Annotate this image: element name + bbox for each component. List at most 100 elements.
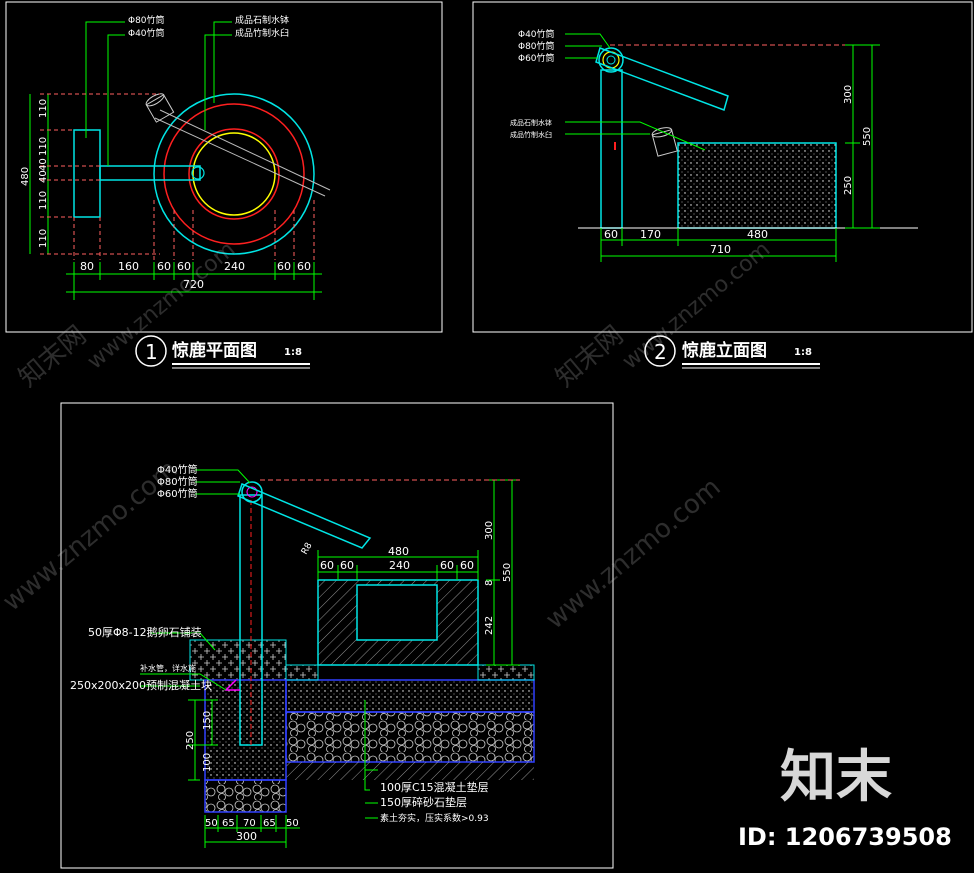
plan-frame <box>5 1 443 333</box>
section-dim-bottom: 65 <box>222 818 235 829</box>
elev-tube <box>595 47 729 111</box>
section-texts: Φ40竹筒 Φ80竹筒 Φ60竹筒 50厚Φ8-12鹅卵石铺装 补水管，详水施 … <box>70 463 513 843</box>
leader <box>213 21 232 103</box>
section-dim-bottom-total: 300 <box>236 830 257 843</box>
plan-label-80: Φ80竹筒 <box>128 14 165 26</box>
elev-post <box>600 69 623 229</box>
watermark-brand: 知末网 <box>550 320 629 393</box>
outer-ring <box>153 93 315 255</box>
section-dim-right-total: 550 <box>502 563 513 582</box>
elev-label: Φ60竹筒 <box>518 52 555 64</box>
section-dim-left: 100 <box>202 753 213 772</box>
elev-dim-r: 250 <box>843 176 854 195</box>
plan-texts: Φ80竹筒 Φ40竹筒 成品石制水钵 成品竹制水臼 80 160 60 60 2… <box>20 14 311 291</box>
plan-title-number: 1 <box>145 340 158 364</box>
section-dim-top: 60 <box>460 559 474 572</box>
section-dim-left: 250 <box>185 731 196 750</box>
elev-title-circle <box>644 335 676 367</box>
watermark-group: 知末网 www.znzmo.com 知末网 www.znzmo.com www.… <box>0 237 775 636</box>
plan-title-block: 1 惊鹿平面图 1:8 <box>135 335 310 369</box>
section-layer: 100厚C15混凝土垫层 <box>380 780 489 794</box>
section-dim-left: 150 <box>202 711 213 730</box>
plan-dim-total: 720 <box>183 278 204 291</box>
section-label: Φ80竹筒 <box>157 475 198 488</box>
leader <box>85 21 125 138</box>
post-box <box>73 129 101 218</box>
pipe-end <box>191 166 205 180</box>
section-frame <box>60 402 614 869</box>
elev-title: 惊鹿立面图 <box>682 340 767 361</box>
elev-label: 成品石制水钵 <box>510 118 552 127</box>
plan-drawing <box>29 21 331 300</box>
section-dim-top: 60 <box>440 559 454 572</box>
section-dim-bottom: 50 <box>286 818 299 829</box>
plan-tube-line <box>159 109 331 191</box>
section-dim-bottom: 70 <box>243 818 256 829</box>
section-label-block: 250x200x200预制混凝土块 <box>70 678 212 692</box>
plan-dim-b: 80 <box>80 260 94 273</box>
section-layer: 素土夯实，压实系数>0.93 <box>380 812 489 824</box>
plan-dim-b: 60 <box>297 260 311 273</box>
elev-dim-total: 710 <box>710 243 731 256</box>
section-label-pipe: 补水管，详水施 <box>140 663 196 673</box>
plan-dim-l: 40 <box>38 170 49 183</box>
watermark-brand: 知末网 <box>13 320 92 393</box>
basin-bowl <box>356 584 438 641</box>
plan-dim-l: 40 <box>38 158 49 171</box>
cobble-paving <box>189 639 287 681</box>
section-label-cobble: 50厚Φ8-12鹅卵石铺装 <box>88 625 202 639</box>
plan-basin-icon <box>145 94 175 123</box>
plan-dim-total-l: 480 <box>20 167 31 186</box>
plan-dim-b: 240 <box>224 260 245 273</box>
section-dim-right: 300 <box>484 521 495 540</box>
leader <box>107 34 125 166</box>
elev-dim-r: 300 <box>843 85 854 104</box>
section-drawing <box>140 469 535 848</box>
section-dim-top: 240 <box>389 559 410 572</box>
watermark-id: ID: 1206739508 <box>738 823 952 851</box>
ring-red-inner <box>188 128 280 220</box>
leader <box>204 34 232 130</box>
plan-dim-b: 60 <box>177 260 191 273</box>
layer-gravel <box>285 711 535 763</box>
section-tube <box>237 482 372 549</box>
plan-title-circle <box>135 335 167 367</box>
plan-dim-l: 110 <box>38 99 49 118</box>
section-dim-bottom: 65 <box>263 818 276 829</box>
plan-label-stone: 成品石制水钵 <box>235 14 289 26</box>
layer-concrete <box>285 679 535 713</box>
plan-dim-l: 110 <box>38 137 49 156</box>
watermark-logo: 知末 <box>780 745 892 810</box>
ring-yellow <box>192 132 276 216</box>
plan-label-mortar: 成品竹制水臼 <box>235 27 289 39</box>
layer-soil <box>286 762 534 780</box>
plan-dim-b: 60 <box>157 260 171 273</box>
elev-label: Φ40竹筒 <box>518 28 555 40</box>
plan-basin-top <box>145 93 165 107</box>
plan-pipe <box>99 165 201 181</box>
elev-label: Φ80竹筒 <box>518 40 555 52</box>
section-radius: R8 <box>300 541 315 557</box>
elev-texts: Φ40竹筒 Φ80竹筒 Φ60竹筒 成品石制水钵 成品竹制水臼 60 170 4… <box>510 28 873 256</box>
plan-dim-l: 110 <box>38 191 49 210</box>
elev-frame <box>472 1 973 333</box>
section-dim-top-total: 480 <box>388 545 409 558</box>
plan-dim-b: 160 <box>118 260 139 273</box>
ring-red <box>163 103 305 245</box>
footing <box>204 679 287 781</box>
footing-gravel <box>204 779 287 813</box>
plan-label-40: Φ40竹筒 <box>128 27 165 39</box>
section-label: Φ40竹筒 <box>157 463 198 476</box>
elev-title-number: 2 <box>654 340 667 364</box>
plan-scale: 1:8 <box>284 347 302 358</box>
elev-label: 成品竹制水臼 <box>510 130 552 139</box>
elev-dim-total-r: 550 <box>862 127 873 146</box>
section-label: Φ60竹筒 <box>157 487 198 500</box>
section-layer: 150厚碎砂石垫层 <box>380 795 467 809</box>
elev-basin <box>677 142 837 229</box>
plan-tube-line2 <box>154 117 326 197</box>
plan-dim-l: 110 <box>38 229 49 248</box>
section-dim-right: 8 <box>484 580 495 586</box>
section-dim-top: 60 <box>340 559 354 572</box>
